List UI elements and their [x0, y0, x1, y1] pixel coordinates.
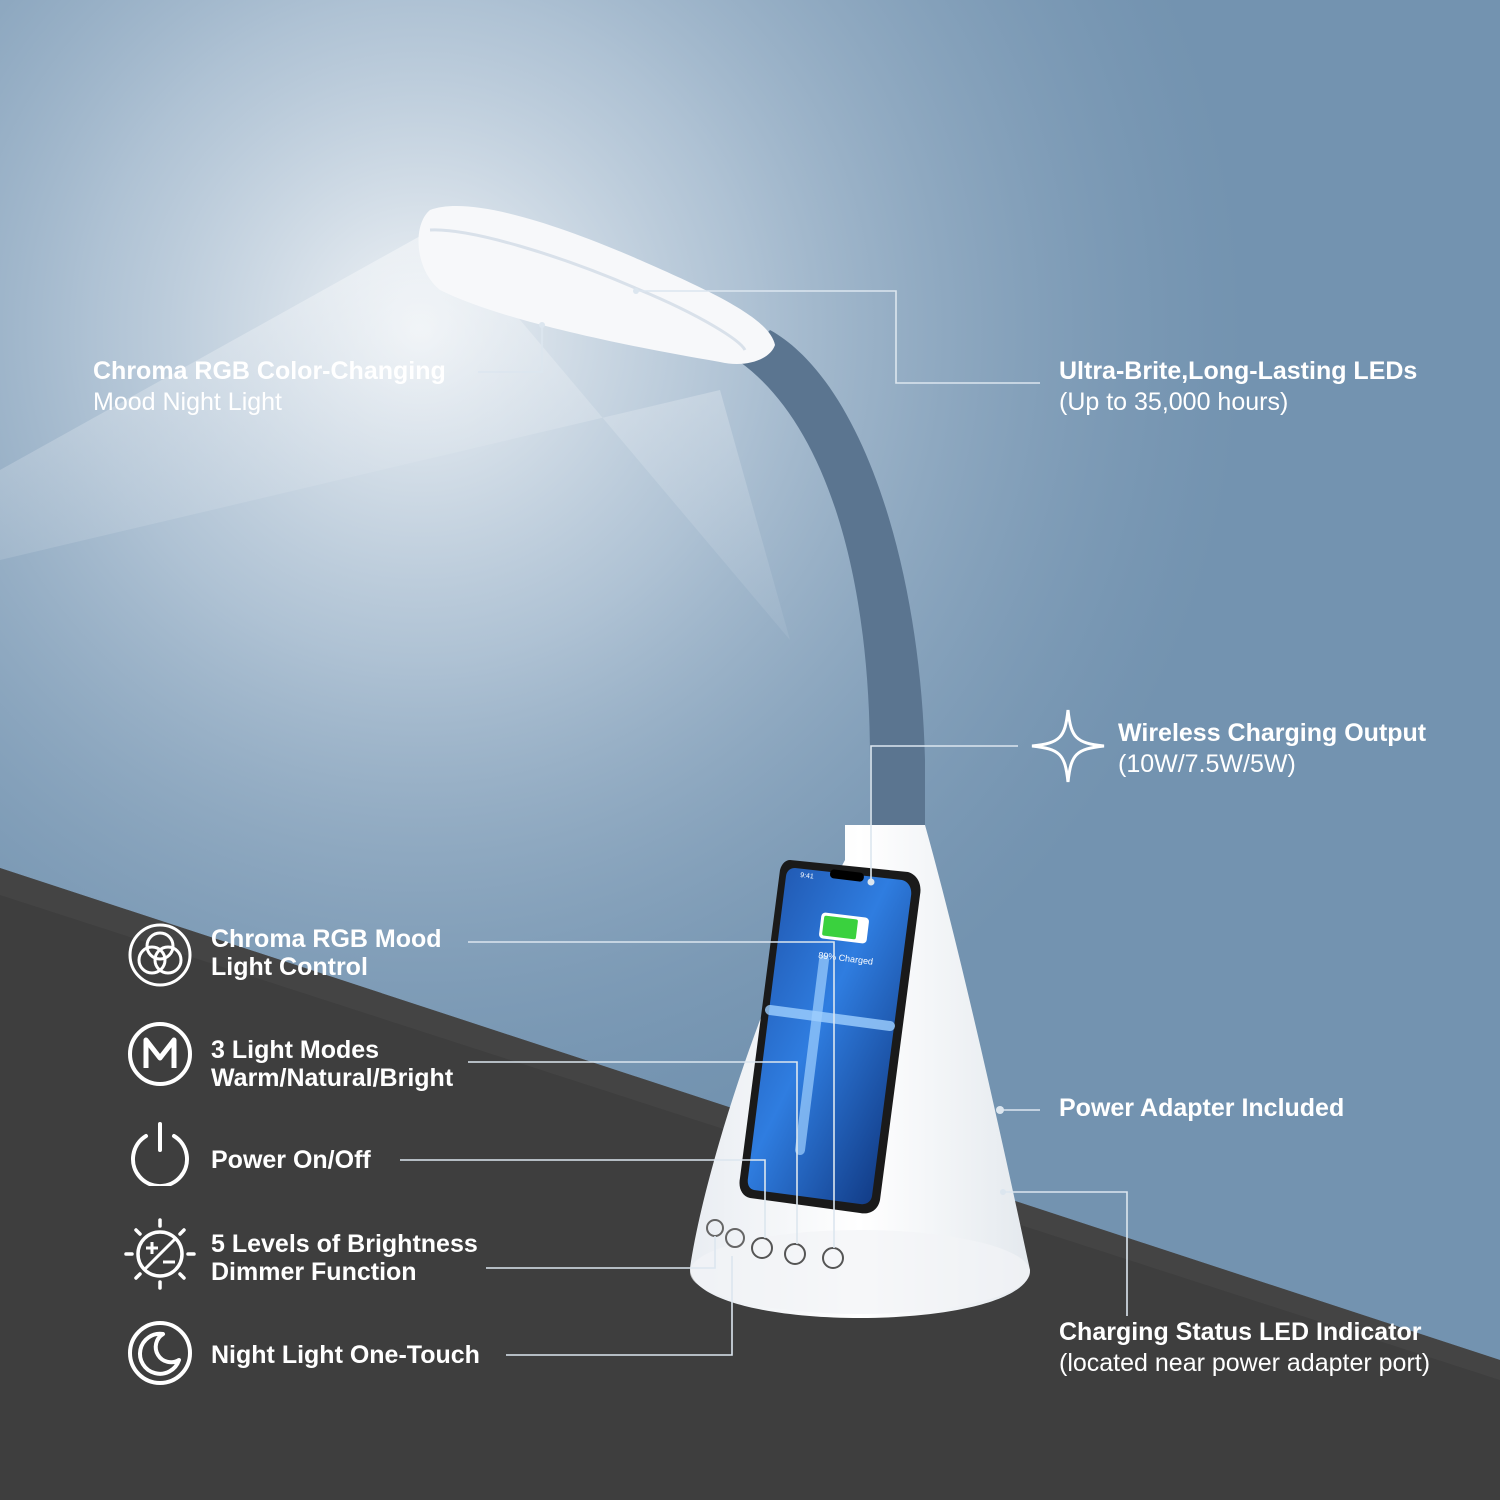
callout-title: Power Adapter Included	[1059, 1094, 1345, 1122]
rgb-circles-icon	[128, 923, 192, 987]
feature-night-light: Night Light One-Touch	[211, 1341, 480, 1369]
phone-screen	[747, 868, 912, 1205]
power-icon	[131, 1122, 189, 1186]
leader-power	[400, 1159, 766, 1238]
leader-dot	[539, 322, 545, 328]
leader-modes	[468, 1061, 798, 1244]
feature-brightness: 5 Levels of Brightness Dimmer Function	[211, 1230, 478, 1286]
leader-dot	[1000, 1189, 1006, 1195]
feature-title: Chroma RGB Mood	[211, 925, 442, 953]
battery-fill	[822, 915, 858, 940]
callout-subtitle: (10W/7.5W/5W)	[1118, 750, 1296, 778]
mode-button-icon	[784, 1243, 806, 1265]
base-rim	[690, 1230, 1030, 1314]
rgb-button-icon	[822, 1247, 844, 1269]
callout-title: Chroma RGB Color-Changing	[93, 357, 446, 385]
feature-title: 5 Levels of Brightness	[211, 1230, 478, 1258]
feature-subtitle: Dimmer Function	[211, 1258, 417, 1286]
smartphone: 89% Charged 9:41	[739, 860, 921, 1214]
feature-title: Night Light One-Touch	[211, 1341, 480, 1369]
leader-charging-led	[1003, 1191, 1128, 1316]
feature-title: Power On/Off	[211, 1146, 371, 1174]
moon-icon	[128, 1321, 192, 1385]
sparkle-icon	[1031, 709, 1105, 783]
leader-rgb	[468, 941, 835, 1248]
feature-light-modes: 3 Light Modes Warm/Natural/Bright	[211, 1036, 453, 1092]
mode-m-icon	[128, 1022, 192, 1086]
brightness-icon	[124, 1218, 196, 1290]
leader-night-light	[506, 1256, 733, 1356]
callout-title: Ultra-Brite,Long-Lasting LEDs	[1059, 357, 1418, 385]
lamp-head	[418, 206, 775, 365]
light-beam	[0, 225, 790, 640]
leader-wireless	[870, 745, 1018, 882]
feature-subtitle: Warm/Natural/Bright	[211, 1064, 454, 1092]
leader-leds	[636, 290, 1040, 384]
feature-power: Power On/Off	[211, 1146, 371, 1174]
callout-title: Wireless Charging Output	[1118, 719, 1427, 747]
phone-notch	[829, 869, 864, 882]
screen-light-streak	[765, 1005, 895, 1031]
screen-light-streak-vertical	[795, 955, 829, 1155]
feature-subtitle: Light Control	[211, 953, 368, 981]
callout-charging-led: Charging Status LED Indicator (located n…	[1059, 1317, 1430, 1379]
callout-subtitle: Mood Night Light	[93, 388, 283, 416]
lamp-neck	[740, 330, 925, 840]
feature-rgb-control: Chroma RGB Mood Light Control	[211, 925, 442, 981]
callout-subtitle: (located near power adapter port)	[1059, 1349, 1431, 1377]
lamp-head-edge	[429, 228, 747, 351]
power-button-icon	[751, 1237, 773, 1259]
callout-mood-light: Chroma RGB Color-Changing Mood Night Lig…	[93, 356, 446, 418]
callout-leds: Ultra-Brite,Long-Lasting LEDs (Up to 35,…	[1059, 356, 1417, 418]
leader-dot	[633, 288, 639, 294]
brightness-button-icon	[725, 1228, 745, 1248]
callout-subtitle: (Up to 35,000 hours)	[1059, 388, 1289, 416]
leader-brightness	[486, 1236, 716, 1269]
feature-title: 3 Light Modes	[211, 1036, 380, 1064]
leader-dot	[996, 1106, 1004, 1114]
callout-wireless: Wireless Charging Output (10W/7.5W/5W)	[1118, 718, 1426, 780]
leader-dot	[867, 878, 875, 886]
callout-adapter: Power Adapter Included	[1059, 1093, 1344, 1124]
base-controls	[706, 1219, 844, 1269]
leader-lines	[400, 290, 1128, 1356]
phone-clock: 9:41	[800, 872, 814, 881]
callout-title: Charging Status LED Indicator	[1059, 1318, 1422, 1346]
leader-mood-light	[478, 325, 543, 373]
leader-dots	[539, 288, 1006, 1195]
